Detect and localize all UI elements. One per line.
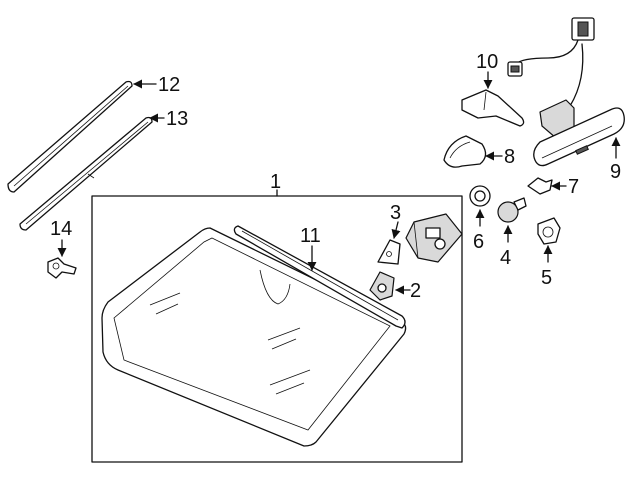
- callout-4-label: 4: [500, 247, 511, 269]
- mirror-base-mount: [369, 271, 395, 301]
- callout-3-label: 3: [390, 202, 401, 224]
- callout-11-label: 11: [300, 225, 321, 247]
- mirror-mount-cover: [461, 89, 525, 127]
- callout-9-label: 9: [610, 161, 621, 183]
- moulding-clip: [47, 257, 77, 279]
- callout-7-label: 7: [568, 176, 579, 198]
- mirror-wiring-harness: [507, 17, 595, 107]
- roof-moulding-lower: [19, 116, 153, 231]
- callout-2-label: 2: [410, 280, 421, 302]
- sensor-bracket: [377, 239, 401, 265]
- upper-moulding-strip: [233, 225, 406, 329]
- callout-12-label: 12: [158, 74, 180, 96]
- roof-moulding-upper: [7, 80, 133, 193]
- mirror-trim-cover: [443, 135, 487, 168]
- callout-8-label: 8: [504, 146, 515, 168]
- callout-1-label: 1: [270, 171, 281, 193]
- mirror-clip: [527, 177, 553, 195]
- callout-10-label: 10: [476, 51, 498, 73]
- windshield-glass: [101, 227, 407, 447]
- callout-6-label: 6: [473, 231, 484, 253]
- callout-3-leader: [391, 221, 401, 239]
- sensor-housing: [405, 213, 463, 263]
- grommet-ring: [469, 185, 491, 207]
- sensor-connector: [537, 217, 561, 245]
- callout-14-label: 14: [50, 218, 72, 240]
- callout-5-label: 5: [541, 267, 552, 289]
- rain-sensor: [497, 197, 527, 223]
- rear-view-mirror: [533, 99, 625, 167]
- callout-13-label: 13: [166, 108, 188, 130]
